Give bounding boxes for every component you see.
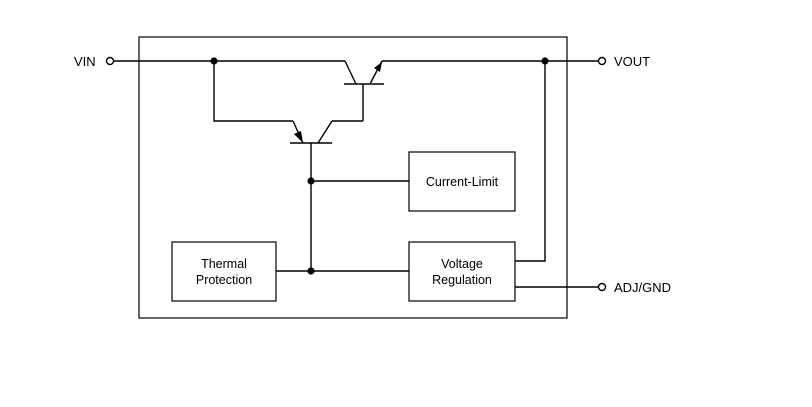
current-limit-label: Current-Limit <box>426 175 499 189</box>
thermal-label-line2: Protection <box>196 273 252 287</box>
voltage-label-line1: Voltage <box>441 257 483 271</box>
voltage-regulation-block <box>408 241 516 302</box>
current-limit-block <box>408 151 516 212</box>
driver-collector-wire <box>213 61 293 122</box>
vin-pin-terminal <box>105 56 115 66</box>
vin-label: VIN <box>74 54 96 69</box>
thermal-label-line1: Thermal <box>201 257 247 271</box>
adj-gnd-label: ADJ/GND <box>614 280 671 295</box>
pass-transistor <box>344 60 384 121</box>
feedback-wire <box>515 61 546 262</box>
voltage-label-line2: Regulation <box>432 273 492 287</box>
thermal-protection-block <box>171 241 277 302</box>
vout-label: VOUT <box>614 54 650 69</box>
adj-gnd-pin-terminal <box>597 282 607 292</box>
vout-pin-terminal <box>597 56 607 66</box>
